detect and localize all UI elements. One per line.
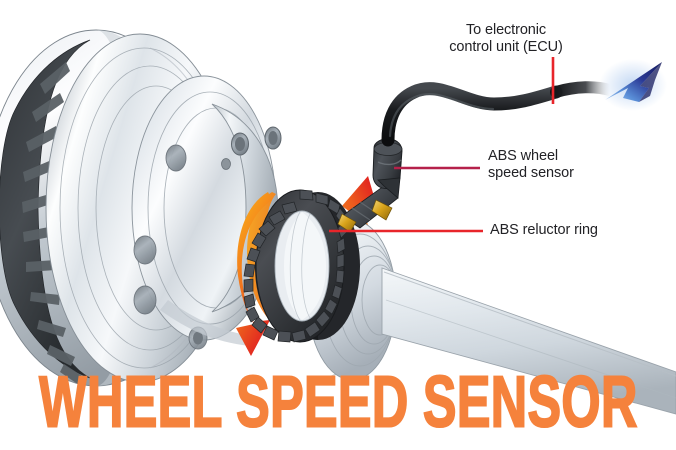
rotation-arrow-left: [236, 192, 272, 356]
reluctor-teeth: [243, 189, 348, 343]
cooling-vanes: [22, 62, 87, 387]
hub-stud-holes: [133, 126, 282, 350]
label-abs-reluctor-ring: ABS reluctor ring: [490, 222, 598, 238]
signal-arrow: [599, 59, 667, 111]
label-to-ecu: To electronic control unit (ECU): [449, 22, 563, 55]
title-banner: WHEEL SPEED SENSOR: [0, 361, 676, 443]
sensor-cable: [381, 81, 616, 147]
abs-reluctor-ring: [243, 189, 360, 343]
page-title: WHEEL SPEED SENSOR: [38, 361, 638, 443]
label-abs-wheel-speed-sensor: ABS wheel speed sensor: [488, 148, 574, 181]
leader-lines: [329, 57, 555, 233]
abs-wheel-speed-sensor: [337, 138, 403, 233]
